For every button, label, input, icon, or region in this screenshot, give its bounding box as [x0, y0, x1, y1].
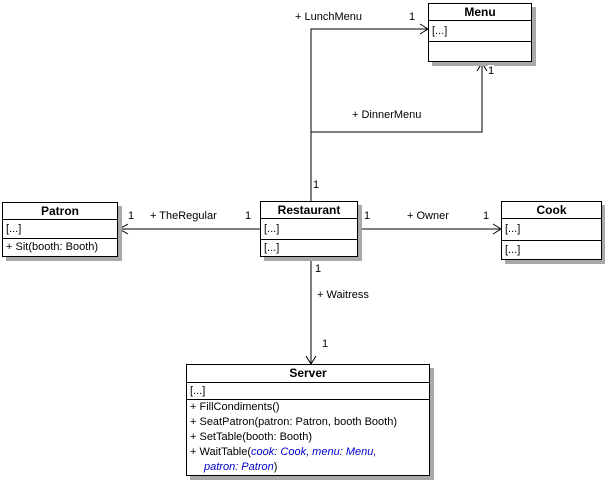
- class-menu-attributes: [...]: [429, 21, 531, 42]
- mult-lunch-menu-target[interactable]: 1: [409, 11, 416, 24]
- class-menu-title: Menu: [429, 4, 531, 21]
- class-restaurant[interactable]: Restaurant [...] [...]: [260, 201, 358, 257]
- class-server-attributes: [...]: [187, 383, 429, 400]
- waittable-params-1: cook: Cook, menu: Menu,: [251, 446, 377, 458]
- waittable-prefix: + WaitTable(: [190, 446, 252, 458]
- class-server-title: Server: [187, 365, 429, 383]
- label-owner[interactable]: + Owner: [407, 210, 449, 223]
- class-server[interactable]: Server [...] + FillCondiments() + SeatPa…: [186, 364, 430, 476]
- operation-line: + Sit(booth: Booth): [6, 241, 99, 253]
- class-restaurant-title: Restaurant: [261, 202, 357, 219]
- class-server-operations: + FillCondiments() + SeatPatron(patron: …: [187, 400, 429, 475]
- operation-line-waittable: + WaitTable(cook: Cook, menu: Menu,: [187, 445, 429, 460]
- class-patron[interactable]: Patron [...] + Sit(booth: Booth): [2, 202, 118, 257]
- label-dinner-menu[interactable]: + DinnerMenu: [352, 109, 422, 122]
- mult-dinner-menu-target[interactable]: 1: [488, 65, 495, 78]
- attribute-line: [...]: [190, 385, 206, 397]
- association-the-regular[interactable]: [117, 223, 260, 235]
- class-cook-title: Cook: [502, 202, 601, 219]
- arrowhead-the-regular: [117, 223, 129, 235]
- label-the-regular[interactable]: + TheRegular: [150, 210, 217, 223]
- operation-line: + FillCondiments(): [190, 401, 280, 413]
- class-restaurant-operations: [...]: [261, 240, 357, 256]
- class-cook[interactable]: Cook [...] [...]: [501, 201, 602, 260]
- operation-line: + SeatPatron(patron: Patron, booth Booth…: [190, 416, 397, 428]
- attribute-line: [...]: [6, 223, 22, 235]
- mult-owner-target[interactable]: 1: [483, 210, 490, 223]
- operation-line-waittable-cont: patron: Patron): [187, 460, 429, 475]
- association-dinner-menu[interactable]: [311, 62, 488, 133]
- mult-the-regular-target[interactable]: 1: [128, 210, 135, 223]
- mult-lunch-menu-source[interactable]: 1: [313, 179, 320, 192]
- class-cook-operations: [...]: [502, 241, 601, 259]
- class-patron-title: Patron: [3, 203, 117, 220]
- mult-waitress-source[interactable]: 1: [315, 263, 322, 276]
- class-menu[interactable]: Menu [...]: [428, 3, 532, 62]
- mult-the-regular-source[interactable]: 1: [245, 210, 252, 223]
- waittable-suffix: ): [273, 461, 278, 473]
- operation-line: [...]: [505, 244, 521, 256]
- class-menu-operations: [429, 42, 531, 61]
- waittable-params-2: patron: Patron: [204, 461, 274, 473]
- class-restaurant-attributes: [...]: [261, 219, 357, 240]
- operation-line: + SetTable(booth: Booth): [190, 431, 312, 443]
- association-owner[interactable]: [358, 223, 502, 235]
- attribute-line: [...]: [264, 223, 280, 235]
- mult-owner-source[interactable]: 1: [364, 210, 371, 223]
- class-patron-operations: + Sit(booth: Booth): [3, 239, 117, 256]
- attribute-line: [...]: [432, 25, 448, 37]
- operation-line: [...]: [264, 242, 280, 254]
- label-lunch-menu[interactable]: + LunchMenu: [295, 11, 362, 24]
- class-patron-attributes: [...]: [3, 220, 117, 239]
- attribute-line: [...]: [505, 223, 521, 235]
- arrowhead-dinner-menu: [476, 62, 488, 72]
- label-waitress[interactable]: + Waitress: [317, 289, 369, 302]
- class-cook-attributes: [...]: [502, 219, 601, 241]
- mult-waitress-target[interactable]: 1: [322, 338, 329, 351]
